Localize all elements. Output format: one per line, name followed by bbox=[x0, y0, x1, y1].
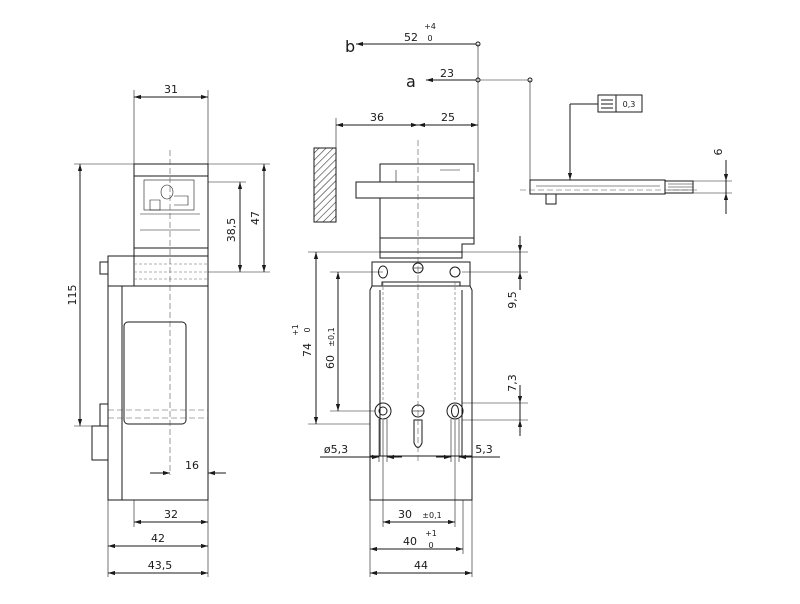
dim-60-tol: ±0,1 bbox=[327, 327, 336, 346]
label-b: b bbox=[345, 37, 355, 56]
dim-52: 52 bbox=[404, 31, 418, 44]
flatness-value-box bbox=[615, 94, 643, 113]
dim-43-5: 43,5 bbox=[148, 559, 173, 572]
dim-42: 42 bbox=[151, 532, 165, 545]
dim-40-tol-upper: +1 bbox=[425, 529, 437, 538]
dim-dia-5-3: ø5,3 bbox=[324, 443, 348, 456]
dim-30: 30 bbox=[398, 508, 412, 521]
dim-31: 31 bbox=[164, 83, 178, 96]
dim-9-5: 9,5 bbox=[506, 291, 519, 309]
dim-30-tol: ±0,1 bbox=[422, 511, 441, 520]
dim-7-3: 7,3 bbox=[506, 374, 519, 392]
dim-23: 23 bbox=[440, 67, 454, 80]
label-a: a bbox=[406, 72, 416, 91]
dim-25: 25 bbox=[441, 111, 455, 124]
side-view-window bbox=[123, 321, 187, 425]
dim-36: 36 bbox=[370, 111, 384, 124]
dim-52-tol-upper: +4 bbox=[424, 22, 436, 31]
dim-52-tol-lower: 0 bbox=[427, 34, 432, 43]
actuator-block-hatched bbox=[313, 147, 337, 223]
dim-74-tol-upper: +1 bbox=[291, 324, 300, 336]
front-view-body bbox=[369, 285, 473, 501]
dim-5-3: 5,3 bbox=[475, 443, 493, 456]
actuator-detail: 0,3 6 bbox=[520, 94, 732, 214]
dim-32: 32 bbox=[164, 508, 178, 521]
dim-74: 74 bbox=[301, 343, 314, 357]
dim-6: 6 bbox=[712, 149, 725, 156]
side-view-head bbox=[133, 163, 209, 249]
dim-44: 44 bbox=[414, 559, 428, 572]
flatness-value: 0,3 bbox=[623, 100, 636, 109]
dim-40-tol-lower: 0 bbox=[428, 541, 433, 550]
dim-60: 60 bbox=[324, 355, 337, 369]
dim-38-5: 38,5 bbox=[225, 218, 238, 243]
dim-74-tol-lower: 0 bbox=[303, 327, 312, 332]
side-view: 31 115 38,5 47 16 32 42 43,5 bbox=[66, 83, 270, 577]
actuator-plate bbox=[529, 179, 669, 195]
front-view: b 52 +4 0 a 23 36 25 9,5 7,3 bbox=[291, 22, 533, 577]
side-view-neck bbox=[133, 247, 209, 257]
dim-40: 40 bbox=[403, 535, 417, 548]
dim-16: 16 bbox=[185, 459, 199, 472]
dim-115: 115 bbox=[66, 285, 79, 306]
front-view-head-top bbox=[379, 163, 475, 183]
dim-47: 47 bbox=[249, 211, 262, 225]
